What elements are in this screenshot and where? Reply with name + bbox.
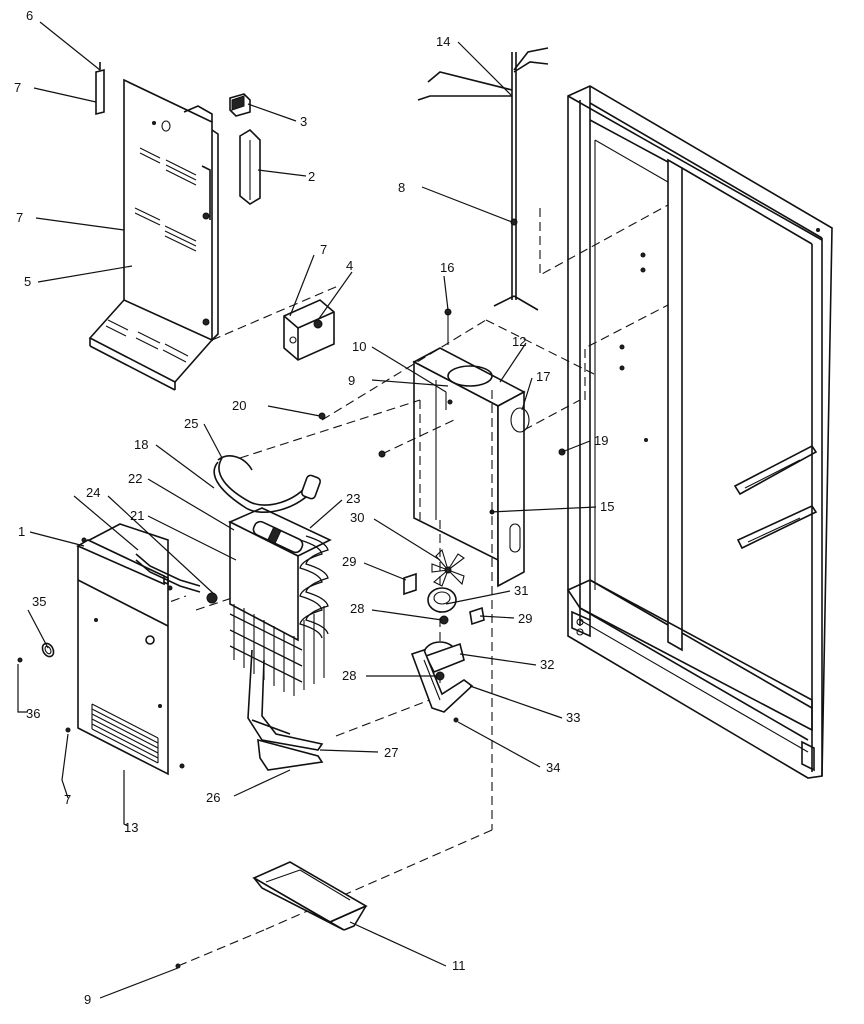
callout-3: 3 — [300, 114, 307, 129]
callout-17: 17 — [536, 369, 550, 384]
callout-31: 31 — [514, 583, 528, 598]
callout-10: 10 — [352, 339, 366, 354]
wire-part-24 — [135, 553, 218, 604]
callout-6: 6 — [26, 8, 33, 23]
callout-24: 24 — [86, 485, 100, 500]
drain-trough — [175, 861, 368, 969]
callout-18: 18 — [134, 437, 148, 452]
callout-29: 29 — [342, 554, 356, 569]
clip-part-6 — [95, 62, 105, 116]
callout-29: 29 — [518, 611, 532, 626]
air-duct-panel — [88, 78, 339, 391]
strip-part-2 — [239, 128, 261, 205]
evaporator-fan-housing — [412, 308, 530, 588]
callout-21: 21 — [130, 508, 144, 523]
callout-25: 25 — [184, 416, 198, 431]
callout-7: 7 — [14, 80, 21, 95]
callout-7: 7 — [64, 792, 71, 807]
evaporator-coil — [228, 507, 332, 771]
evaporator-cover — [76, 523, 169, 776]
callout-9: 9 — [84, 992, 91, 1007]
suction-tube — [213, 455, 322, 513]
callout-16: 16 — [440, 260, 454, 275]
callout-30: 30 — [350, 510, 364, 525]
callout-35: 35 — [32, 594, 46, 609]
screw-part-36 — [17, 657, 23, 663]
callout-23: 23 — [346, 491, 360, 506]
callout-36: 36 — [26, 706, 40, 721]
callout-15: 15 — [600, 499, 614, 514]
fan-motor-assembly — [403, 548, 485, 723]
callout-20: 20 — [232, 398, 246, 413]
callout-34: 34 — [546, 760, 560, 775]
callout-7: 7 — [16, 210, 23, 225]
callout-26: 26 — [206, 790, 220, 805]
leader-lines — [17, 21, 597, 999]
plug-part-35 — [41, 642, 55, 658]
callout-22: 22 — [128, 471, 142, 486]
cabinet-liner — [566, 85, 833, 779]
callout-12: 12 — [512, 334, 526, 349]
callout-27: 27 — [384, 745, 398, 760]
callout-5: 5 — [24, 274, 31, 289]
callout-7: 7 — [320, 242, 327, 257]
callout-4: 4 — [346, 258, 353, 273]
callout-19: 19 — [594, 433, 608, 448]
callout-28: 28 — [350, 601, 364, 616]
callout-2: 2 — [308, 169, 315, 184]
wire-harness — [417, 47, 549, 311]
bracket-part-3 — [229, 93, 251, 117]
callout-32: 32 — [540, 657, 554, 672]
screw-part-7 — [65, 727, 71, 733]
callout-1: 1 — [18, 524, 25, 539]
mounting-outline — [539, 204, 669, 400]
callout-8: 8 — [398, 180, 405, 195]
callout-9: 9 — [348, 373, 355, 388]
callout-14: 14 — [436, 34, 450, 49]
callout-13: 13 — [124, 820, 138, 835]
callout-33: 33 — [566, 710, 580, 725]
callout-labels: 6 7 3 2 7 5 7 4 14 8 16 10 12 9 17 20 19… — [14, 8, 614, 1007]
callout-28: 28 — [342, 668, 356, 683]
callout-11: 11 — [452, 958, 466, 973]
